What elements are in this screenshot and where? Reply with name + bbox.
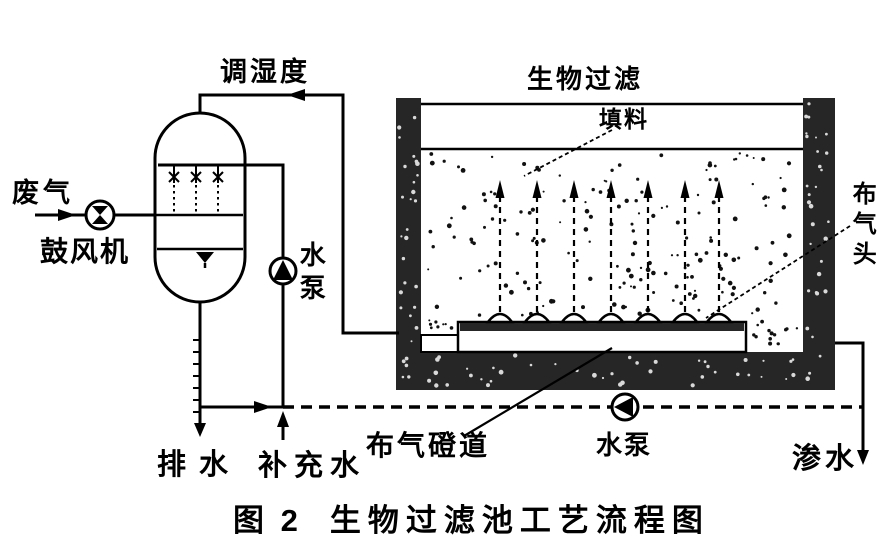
tank-right-wall [803, 98, 835, 390]
label-humidity-control: 调湿度 [220, 57, 310, 87]
humidified-gas-pipe [198, 93, 399, 335]
spray-water-riser [243, 163, 285, 258]
pump-icon-recirculation [610, 392, 640, 422]
label-seepage-water: 渗水 [792, 443, 859, 475]
tank-left-wall [396, 98, 421, 390]
figure-title: 生物过滤池工艺流程图 [329, 503, 710, 538]
pump-icon-humidifier [268, 256, 298, 286]
spray-nozzles [168, 165, 224, 212]
drain-line-ticks [193, 339, 200, 413]
label-gas-distribution-channel: 布气磴道 [366, 430, 491, 461]
label-blower: 鼓风机 [40, 236, 131, 267]
seepage-down-arrow-icon [857, 450, 869, 465]
humidifier-vessel [153, 111, 247, 304]
label-biofilter: 生物过滤 [527, 64, 644, 94]
seepage-outlet-line [835, 341, 865, 452]
blower-icon [84, 199, 116, 231]
gas-distribution-channel [420, 320, 748, 354]
vessel-shell [153, 111, 247, 304]
packing-leader-line [523, 129, 613, 177]
waste-gas-arrow-icon [58, 209, 76, 221]
gas-head-leader-line [705, 225, 851, 319]
flow-arrows [58, 89, 869, 465]
label-water-pump-recirculation: 水泵 [596, 430, 653, 460]
label-waste-gas: 废气 [12, 178, 74, 208]
leader-lines [463, 129, 851, 437]
label-makeup-water: 补充水 [258, 450, 367, 482]
piping [35, 93, 865, 452]
label-packing: 填料 [599, 106, 649, 132]
humidified-gas-arrow-icon [287, 89, 305, 101]
packing-media-dots [427, 152, 799, 346]
wall-texture [397, 102, 830, 388]
junction-right-arrow-icon [254, 401, 272, 413]
figure-number: 图 2 [233, 503, 302, 538]
gas-channel-leader-line [463, 347, 613, 437]
biofilter-tank [396, 98, 835, 390]
label-water-pump-humidifier: 水泵 [296, 241, 327, 307]
figure-caption: 图 2 生物过滤池工艺流程图 [233, 495, 710, 540]
makeup-up-arrow-icon [277, 411, 289, 427]
channel-inlet-duct [420, 334, 462, 353]
drain-funnel-icon [196, 252, 214, 268]
label-gas-distribution-head: 布气头 [848, 181, 876, 271]
gas-distribution-heads [485, 312, 734, 324]
label-drain-water: 排水 [157, 449, 242, 481]
drain-down-arrow-icon [194, 423, 206, 437]
gas-flow-arrows [495, 180, 724, 312]
channel-top-plate [460, 323, 744, 331]
tank-bottom-slab [396, 352, 835, 390]
